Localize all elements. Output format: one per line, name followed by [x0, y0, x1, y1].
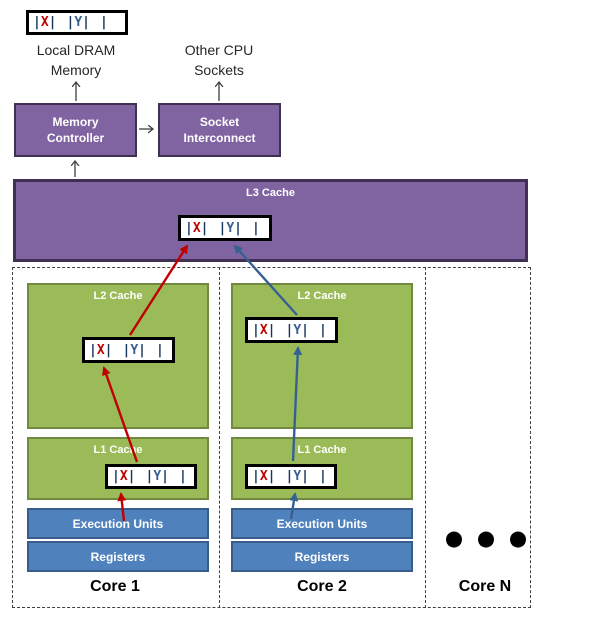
value-x: X — [192, 220, 201, 236]
pipe-glyph: | — [285, 469, 294, 484]
pipe-glyph: | — [318, 322, 327, 338]
value-x: X — [259, 322, 268, 338]
pipe-glyph: | — [185, 220, 193, 236]
other-cpu-sockets-label: Other CPU Sockets — [184, 42, 254, 78]
value-x: X — [259, 469, 268, 484]
core1-l1-cache-label: L1 Cache — [93, 444, 143, 456]
core1-l2-cache-line: |X||Y|| — [82, 337, 175, 363]
core1-core2-divider — [219, 267, 220, 608]
coreN-label: Core N — [458, 578, 512, 595]
core2-l1-cache-line: |X||Y|| — [245, 464, 337, 489]
value-x: X — [119, 469, 128, 484]
pipe-glyph: | — [66, 15, 75, 30]
pipe-glyph: | — [127, 469, 136, 484]
pipe-glyph: | — [112, 469, 120, 484]
l3-cache-line: |X||Y|| — [178, 215, 272, 241]
core2-l2-cache-line: |X||Y|| — [245, 317, 338, 343]
pipe-glyph: | — [178, 469, 187, 484]
core1-l1-cache-line: |X||Y|| — [105, 464, 197, 489]
pipe-glyph: | — [218, 220, 227, 236]
core1-registers-label: Registers — [90, 549, 146, 564]
legend-cache-line: |X||Y|| — [26, 10, 128, 35]
core2-l1-cache-block: L1 Cache — [231, 437, 413, 500]
pipe-glyph: | — [267, 322, 276, 338]
core2-label: Core 2 — [297, 578, 347, 595]
core1-label: Core 1 — [90, 578, 140, 595]
pipe-glyph: | — [267, 469, 276, 484]
pipe-glyph: | — [161, 469, 169, 484]
memory-controller-block: Memory Controller — [14, 103, 137, 157]
value-y: Y — [74, 15, 83, 30]
core1-execution-units-block: Execution Units — [27, 508, 209, 539]
value-y: Y — [293, 322, 302, 338]
pipe-glyph: | — [318, 469, 327, 484]
value-y: Y — [226, 220, 235, 236]
pipe-glyph: | — [138, 342, 146, 358]
pipe-glyph: | — [104, 342, 113, 358]
pipe-glyph: | — [145, 469, 154, 484]
pipe-glyph: | — [251, 220, 260, 236]
pipe-glyph: | — [252, 322, 260, 338]
pipe-glyph: | — [82, 15, 90, 30]
pipe-glyph: | — [99, 15, 108, 30]
pipe-glyph: | — [200, 220, 209, 236]
core2-execution-units-block: Execution Units — [231, 508, 413, 539]
core2-registers-block: Registers — [231, 541, 413, 572]
value-x: X — [40, 15, 49, 30]
pipe-glyph: | — [48, 15, 57, 30]
local-dram-label: Local DRAM Memory — [36, 42, 116, 78]
pipe-glyph: | — [285, 322, 294, 338]
core1-execution-units-label: Execution Units — [72, 516, 164, 531]
pipe-glyph: | — [252, 469, 260, 484]
core2-execution-units-label: Execution Units — [276, 516, 368, 531]
core2-l2-cache-label: L2 Cache — [297, 290, 347, 302]
socket-interconnect-block: Socket Interconnect — [158, 103, 281, 157]
pipe-glyph: | — [155, 342, 164, 358]
value-y: Y — [130, 342, 139, 358]
pipe-glyph: | — [234, 220, 242, 236]
pipe-glyph: | — [301, 469, 309, 484]
value-x: X — [96, 342, 105, 358]
socket-interconnect-label: Socket Interconnect — [183, 114, 256, 145]
ellipsis-dots: ● ● ● — [444, 526, 528, 550]
core1-l2-cache-label: L2 Cache — [93, 290, 143, 302]
pipe-glyph: | — [33, 15, 41, 30]
core2-l2-cache-block: L2 Cache — [231, 283, 413, 429]
value-y: Y — [293, 469, 302, 484]
pipe-glyph: | — [122, 342, 131, 358]
core2-coreN-divider — [425, 267, 426, 608]
memory-controller-label: Memory Controller — [46, 114, 105, 145]
value-y: Y — [153, 469, 162, 484]
pipe-glyph: | — [301, 322, 309, 338]
core1-registers-block: Registers — [27, 541, 209, 572]
l3-cache-label: L3 Cache — [246, 187, 295, 199]
pipe-glyph: | — [89, 342, 97, 358]
core2-registers-label: Registers — [294, 549, 350, 564]
core2-l1-cache-label: L1 Cache — [297, 444, 347, 456]
